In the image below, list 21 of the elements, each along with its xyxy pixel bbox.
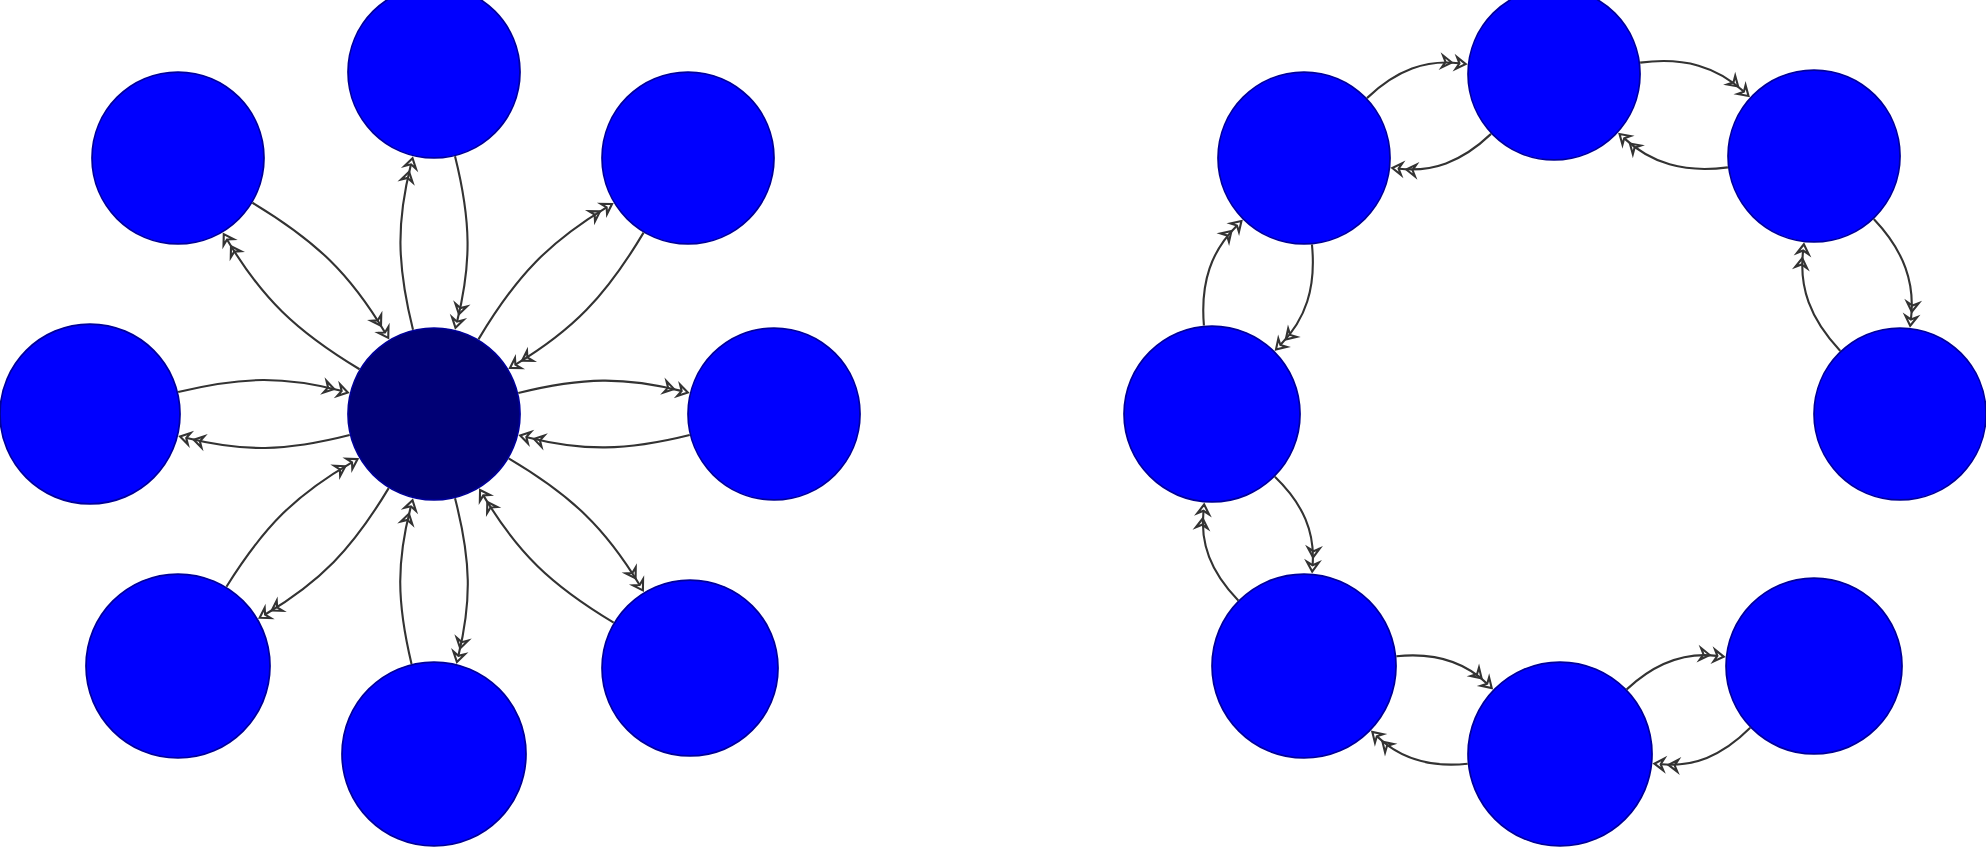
circle-node: [1467, 661, 1653, 847]
circle-node: [91, 71, 265, 245]
arrow: [1274, 244, 1314, 351]
circle-node: [1217, 71, 1391, 245]
circle-node: [601, 71, 775, 245]
arrow: [478, 488, 615, 624]
arrow: [477, 202, 614, 340]
circle-node: [85, 573, 271, 759]
circle-node: [1727, 69, 1901, 243]
arrow: [1640, 60, 1750, 98]
circle-node: [341, 661, 527, 847]
circle-node: [347, 327, 521, 501]
circle-node: [1211, 573, 1397, 759]
circle-node: [1123, 325, 1301, 503]
circle-node: [1813, 327, 1986, 501]
circle-node: [601, 579, 779, 757]
arrow: [1618, 132, 1729, 170]
arrow: [508, 232, 645, 370]
arrow: [508, 457, 645, 592]
circle-node: [1725, 577, 1903, 755]
circle-node: [687, 327, 861, 501]
